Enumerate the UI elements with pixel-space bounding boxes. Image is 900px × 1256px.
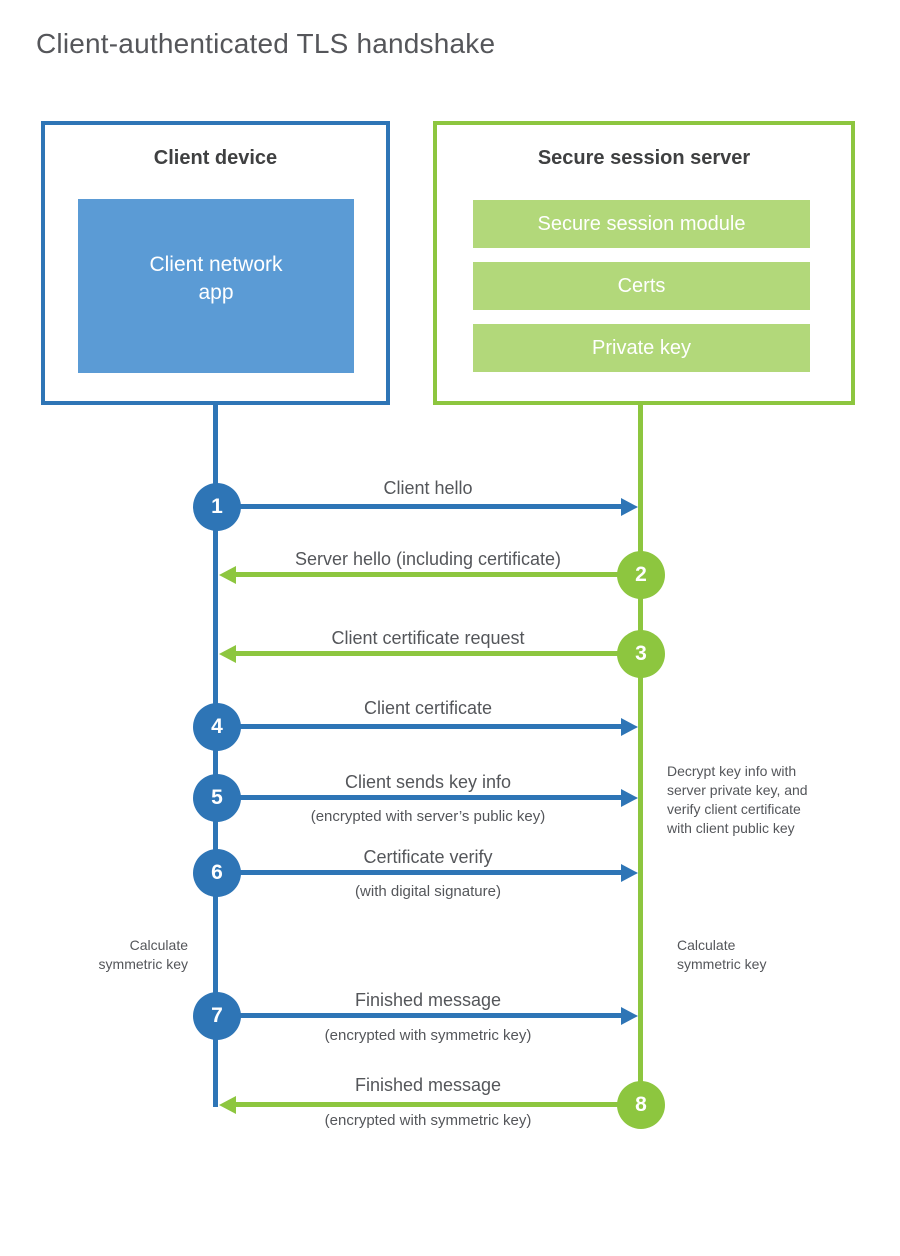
message-label: Server hello (including certificate) [294,549,562,569]
message-arrow-shaft [217,1013,621,1018]
page-title: Client-authenticated TLS handshake [36,28,496,59]
step-number: 4 [211,715,223,738]
server-module-private-key: Private key [473,324,810,372]
client-lifeline [213,403,218,1107]
arrowhead-left-icon [219,1096,236,1114]
step-circle: 7 [193,992,241,1040]
message-sublabel: (with digital signature) [355,883,501,900]
server-box: Secure session server Secure session mod… [433,121,855,405]
message-arrow-shaft [217,870,621,875]
calculate-symmetric-key-note-client: Calculate symmetric key [98,937,188,972]
step-circle: 4 [193,703,241,751]
decrypt-note: Decrypt key info with server private key… [667,763,808,836]
step-number: 7 [211,1004,223,1027]
step-number: 1 [211,495,223,518]
server-module-secure-session: Secure session module [473,200,810,248]
message-sublabel: (encrypted with symmetric key) [324,1027,532,1044]
message-arrow-shaft [217,724,621,729]
server-lifeline [638,403,643,1105]
message-label: Finished message [354,1075,502,1095]
message-arrow-shaft [217,504,621,509]
server-title: Secure session server [537,147,751,169]
step-circle: 1 [193,483,241,531]
step-number: 6 [211,861,223,884]
message-label: Client certificate request [331,628,525,648]
client-device-box: Client device Client network app [41,121,390,405]
arrowhead-right-icon [621,789,638,807]
server-module-certs: Certs [473,262,810,310]
step-circle: 5 [193,774,241,822]
arrowhead-left-icon [219,645,236,663]
step-circle: 3 [617,630,665,678]
message-arrow-shaft [236,1102,641,1107]
calculate-symmetric-key-note-server: Calculate symmetric key [677,937,767,972]
message-sublabel: (encrypted with symmetric key) [324,1112,532,1129]
message-sublabel: (encrypted with server’s public key) [310,808,546,825]
message-label: Client certificate [363,698,493,718]
message-label: Finished message [354,990,502,1010]
message-label: Client sends key info [344,772,512,792]
message-label: Client hello [383,478,473,498]
message-arrow-shaft [236,651,641,656]
message-label: Certificate verify [363,847,493,867]
step-circle: 6 [193,849,241,897]
step-circle: 8 [617,1081,665,1129]
step-number: 8 [635,1093,647,1116]
step-circle: 2 [617,551,665,599]
step-number: 3 [635,642,647,665]
arrowhead-right-icon [621,718,638,736]
client-device-title: Client device [153,147,278,169]
arrowhead-left-icon [219,566,236,584]
arrowhead-right-icon [621,1007,638,1025]
message-arrow-shaft [217,795,621,800]
arrowhead-right-icon [621,864,638,882]
message-arrow-shaft [236,572,641,577]
step-number: 5 [211,786,223,809]
step-number: 2 [635,563,647,586]
arrowhead-right-icon [621,498,638,516]
client-network-app-box: Client network app [78,199,354,373]
